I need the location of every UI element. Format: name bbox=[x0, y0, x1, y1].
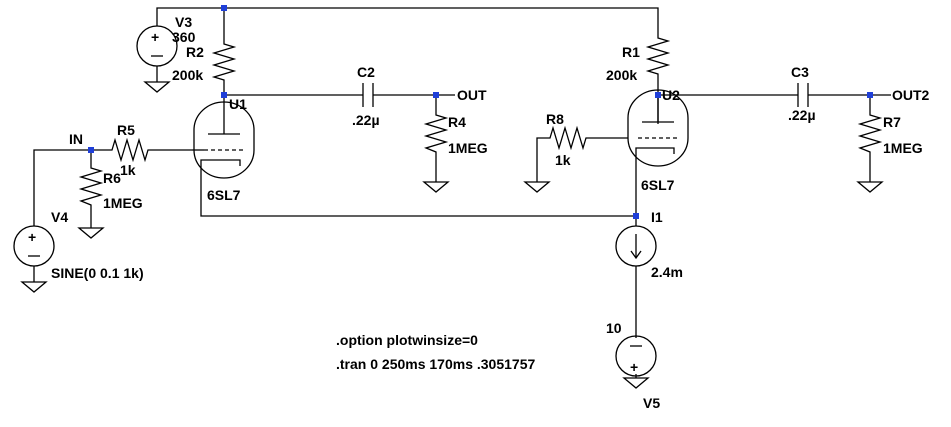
label-v5: V5 bbox=[643, 395, 660, 411]
current-source-i1 bbox=[615, 225, 657, 267]
capacitor-c3 bbox=[797, 83, 809, 107]
value-r1: 200k bbox=[606, 67, 637, 83]
net-in: IN bbox=[69, 131, 83, 147]
labels: V3 360 R2 200k U1 6SL7 C2 .22µ OUT R4 1M… bbox=[51, 14, 930, 411]
junction-nodes bbox=[88, 5, 873, 219]
value-c3: .22µ bbox=[788, 107, 816, 123]
capacitor-c2 bbox=[362, 83, 374, 107]
label-r5: R5 bbox=[117, 122, 135, 138]
resistor-r2 bbox=[211, 40, 237, 85]
value-v5: 10 bbox=[606, 320, 622, 336]
label-c2: C2 bbox=[357, 64, 375, 80]
label-r8: R8 bbox=[546, 111, 564, 127]
value-v4: SINE(0 0.1 1k) bbox=[51, 265, 144, 281]
svg-text:+: + bbox=[630, 359, 638, 375]
value-i1: 2.4m bbox=[651, 264, 683, 280]
label-c3: C3 bbox=[791, 64, 809, 80]
label-v3: V3 bbox=[175, 14, 192, 30]
label-u2: U2 bbox=[662, 87, 680, 103]
label-i1: I1 bbox=[651, 209, 663, 225]
label-r6: R6 bbox=[103, 170, 121, 186]
voltage-source-v3: + bbox=[136, 25, 178, 67]
ground-symbols bbox=[20, 81, 884, 389]
label-r2: R2 bbox=[186, 44, 204, 60]
value-r7: 1MEG bbox=[883, 140, 923, 156]
value-r8: 1k bbox=[555, 152, 571, 168]
voltage-source-v4: + bbox=[13, 225, 55, 267]
label-u1: U1 bbox=[229, 96, 247, 112]
label-r4: R4 bbox=[448, 114, 466, 130]
resistor-r5 bbox=[108, 137, 152, 163]
value-u1: 6SL7 bbox=[207, 187, 241, 203]
wires bbox=[33, 7, 891, 378]
net-out2: OUT2 bbox=[892, 87, 930, 103]
label-r7: R7 bbox=[883, 114, 901, 130]
directive-tran: .tran 0 250ms 170ms .3051757 bbox=[336, 356, 535, 372]
voltage-source-v5: + bbox=[615, 335, 657, 377]
value-r5: 1k bbox=[120, 162, 136, 178]
value-c2: .22µ bbox=[352, 112, 380, 128]
tube-u1 bbox=[192, 101, 255, 179]
resistor-r1 bbox=[645, 28, 671, 84]
value-r2: 200k bbox=[172, 67, 203, 83]
label-v4: V4 bbox=[51, 209, 68, 225]
label-r1: R1 bbox=[622, 44, 640, 60]
resistor-r8 bbox=[546, 125, 592, 151]
resistor-r4 bbox=[423, 112, 449, 158]
svg-text:+: + bbox=[151, 29, 159, 45]
value-r6: 1MEG bbox=[103, 195, 143, 211]
value-v3: 360 bbox=[172, 29, 196, 45]
value-u2: 6SL7 bbox=[641, 177, 675, 193]
tube-u2 bbox=[627, 89, 689, 180]
net-out: OUT bbox=[457, 87, 487, 103]
value-r4: 1MEG bbox=[448, 140, 488, 156]
resistor-r6 bbox=[78, 163, 104, 212]
resistor-r7 bbox=[857, 112, 883, 158]
svg-text:+: + bbox=[28, 229, 36, 245]
directive-option: .option plotwinsize=0 bbox=[336, 332, 478, 348]
